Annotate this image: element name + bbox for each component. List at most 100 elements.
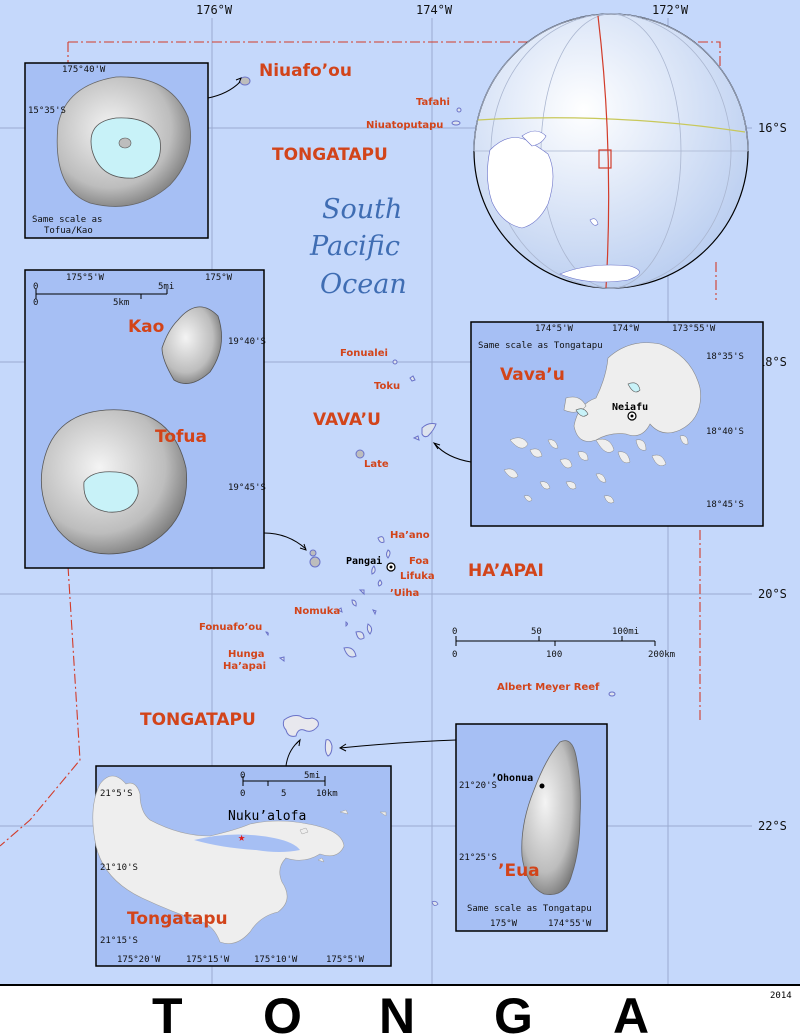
- ocean-label-line2: Pacific: [309, 231, 400, 262]
- label-hunga-1: Hunga: [228, 649, 265, 660]
- vavau-lat-tick-1: 18°35'S: [706, 352, 744, 362]
- eua-lat-tick-1: 21°20'S: [459, 781, 497, 791]
- year-label: 2014: [770, 991, 792, 1001]
- main-scale-mi-50: 50: [531, 627, 542, 637]
- main-scale-mi-100: 100mi: [612, 627, 639, 637]
- label-tongatapu-island: Tongatapu: [127, 909, 228, 929]
- title-letter-a: A: [613, 988, 649, 1035]
- ocean-label-line3: Ocean: [320, 269, 407, 300]
- tongatapu-lon-tick-4: 175°5'W: [326, 955, 365, 965]
- ohonua-town-marker: [539, 783, 545, 789]
- inset-tofua-kao: 175°5'W 175°W 19°40'S 19°45'S 0 5mi 0 5k…: [24, 269, 266, 569]
- lon-label-176: 176°W: [196, 3, 233, 17]
- inset-arrows: [207, 77, 472, 767]
- label-lifuka: Lifuka: [400, 571, 435, 582]
- tongatapu-scale-mi-5: 5mi: [304, 771, 320, 781]
- label-niuafoou: Niuafo’ou: [259, 61, 352, 81]
- label-tafahi: Tafahi: [416, 97, 450, 108]
- tongatapu-lat-tick-2: 21°10'S: [100, 863, 138, 873]
- label-pangai: Pangai: [346, 555, 382, 567]
- lat-label-18: 18°S: [758, 355, 787, 369]
- inset-niuafoou: 175°40'W 15°35'S Same scale as Tofua/Kao: [24, 62, 209, 239]
- tongatapu-scale-km-0: 0: [240, 789, 245, 799]
- tofua-scale-mi-5: 5mi: [158, 282, 174, 292]
- main-scale-km-200: 200km: [648, 650, 675, 660]
- vavau-lon-tick-2: 174°W: [612, 324, 640, 334]
- label-vavau: Vava’u: [500, 365, 565, 385]
- niuafoou-note-1: Same scale as: [32, 215, 102, 225]
- label-uiha: ’Uiha: [390, 588, 419, 599]
- tongatapu-lat-tick-1: 21°5'S: [100, 789, 133, 799]
- tofua-scale-km-0: 0: [33, 298, 38, 308]
- vavau-lon-tick-1: 174°5'W: [535, 324, 574, 334]
- division-haapai: HA’APAI: [468, 561, 544, 581]
- label-hunga-2: Ha’apai: [223, 661, 266, 672]
- locator-globe: [473, 13, 749, 289]
- title-letter-o: O: [263, 988, 302, 1035]
- eua-lon-tick-1: 175°W: [490, 919, 518, 929]
- main-scale-km-0: 0: [452, 650, 457, 660]
- tofua-scale-km-5: 5km: [113, 298, 129, 308]
- title-letter-g: G: [494, 988, 533, 1035]
- island-tafahi: [456, 107, 462, 113]
- island-tongatapu-main: [282, 715, 319, 737]
- label-haano: Ha’ano: [390, 530, 430, 541]
- lon-label-172: 172°W: [652, 3, 689, 17]
- label-fonualei: Fonualei: [340, 348, 388, 359]
- tongatapu-lon-tick-2: 175°15'W: [186, 955, 230, 965]
- lat-label-16: 16°S: [758, 121, 787, 135]
- label-eua: ’Eua: [498, 861, 540, 881]
- niuafoou-lon-tick: 175°40'W: [62, 65, 106, 75]
- inset-eua: 21°20'S 21°25'S 175°W 174°55'W ’Ohonua ’…: [455, 723, 608, 932]
- tongatapu-lat-tick-3: 21°15'S: [100, 936, 138, 946]
- label-late: Late: [364, 459, 389, 470]
- division-vavau: VAVA’U: [313, 410, 381, 430]
- tongatapu-scale-km-10: 10km: [316, 789, 338, 799]
- division-niuas: TONGATAPU: [272, 145, 388, 165]
- label-ohonua: ’Ohonua: [491, 773, 533, 784]
- tofua-lat-tick-1: 19°40'S: [228, 337, 266, 347]
- vavau-lat-tick-2: 18°40'S: [706, 427, 744, 437]
- maritime-boundary: [0, 41, 721, 847]
- label-albert-meyer-reef: Albert Meyer Reef: [497, 682, 600, 693]
- inset-tongatapu: 21°5'S 21°10'S 21°15'S 175°20'W 175°15'W…: [92, 765, 439, 967]
- vavau-note: Same scale as Tongatapu: [478, 341, 603, 351]
- inset-vavau: Same scale as Tongatapu 174°5'W 174°W 17…: [470, 321, 764, 527]
- locator-box: [598, 149, 612, 169]
- tongatapu-lon-tick-1: 175°20'W: [117, 955, 161, 965]
- label-nomuka: Nomuka: [294, 606, 340, 617]
- island-niuafoou: [239, 76, 251, 86]
- vavau-lon-tick-3: 173°55'W: [672, 324, 716, 334]
- lon-label-174: 174°W: [416, 3, 453, 17]
- main-scale-bar: [455, 636, 656, 646]
- tofua-lat-tick-2: 19°45'S: [228, 483, 266, 493]
- label-foa: Foa: [409, 556, 429, 567]
- vavau-lat-tick-3: 18°45'S: [706, 500, 744, 510]
- label-tofua: Tofua: [155, 427, 207, 447]
- title-letter-n: N: [379, 988, 415, 1035]
- island-niuatoputapu: [451, 120, 461, 126]
- title-letter-t: T: [152, 988, 183, 1035]
- label-neiafu: Neiafu: [612, 401, 648, 413]
- tongatapu-scale-km-5: 5: [281, 789, 286, 799]
- label-kao: Kao: [128, 317, 164, 337]
- main-scale-km-100: 100: [546, 650, 562, 660]
- ocean-label-line1: South: [322, 194, 402, 225]
- label-toku: Toku: [374, 381, 400, 392]
- eua-lon-tick-2: 174°55'W: [548, 919, 592, 929]
- tofua-lon-tick-2: 175°W: [205, 273, 233, 283]
- label-niuatoputapu: Niuatoputapu: [366, 120, 443, 131]
- tofua-scale-mi-0: 0: [33, 282, 38, 292]
- lat-label-22: 22°S: [758, 819, 787, 833]
- eua-lat-tick-2: 21°25'S: [459, 853, 497, 863]
- niuafoou-note-2: Tofua/Kao: [44, 226, 93, 236]
- island-eua-main: [324, 739, 333, 757]
- tofua-lon-tick-1: 175°5'W: [66, 273, 105, 283]
- division-tongatapu: TONGATAPU: [140, 710, 256, 730]
- label-nukualofa: Nuku’alofa: [228, 809, 306, 824]
- eua-note: Same scale as Tongatapu: [467, 904, 592, 914]
- tongatapu-lon-tick-3: 175°10'W: [254, 955, 298, 965]
- main-islands: [239, 76, 616, 757]
- label-fonuafoou: Fonuafo’ou: [199, 622, 262, 633]
